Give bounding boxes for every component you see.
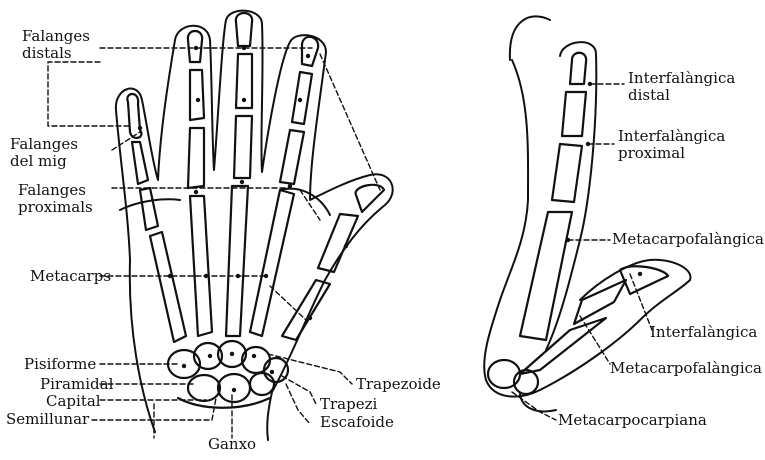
label-metacarps: Metacarps bbox=[30, 268, 111, 285]
label-interfalangica: Interfalàngica bbox=[650, 324, 757, 341]
label-interfalangica-proximal: Interfalàngica proximal bbox=[618, 128, 725, 162]
left-hand-bones bbox=[127, 13, 384, 408]
label-ganxo: Ganxo bbox=[208, 436, 256, 453]
label-piramidal: Piramidal bbox=[40, 376, 113, 393]
label-capital: Capital bbox=[46, 393, 101, 410]
label-metacarpocarpiana: Metacarpocarpiana bbox=[558, 412, 707, 429]
label-semillunar: Semillunar bbox=[6, 411, 89, 428]
label-metacarpofalangica-2: Metacarpofalàngica bbox=[610, 360, 762, 377]
label-pisiforme: Pisiforme bbox=[24, 356, 96, 373]
label-metacarpofalangica-1: Metacarpofalàngica bbox=[612, 231, 764, 248]
label-trapezoide: Trapezoide bbox=[356, 376, 441, 393]
label-falanges-del-mig: Falanges del mig bbox=[10, 136, 78, 170]
label-escafoide: Escafoide bbox=[320, 414, 394, 431]
label-trapezi: Trapezi bbox=[320, 396, 377, 413]
label-interfalangica-distal: Interfalàngica distal bbox=[628, 70, 735, 104]
label-falanges-distals: Falanges distals bbox=[22, 28, 90, 62]
label-falanges-proximals: Falanges proximals bbox=[18, 182, 93, 216]
left-hand-marker-dots bbox=[138, 46, 348, 392]
